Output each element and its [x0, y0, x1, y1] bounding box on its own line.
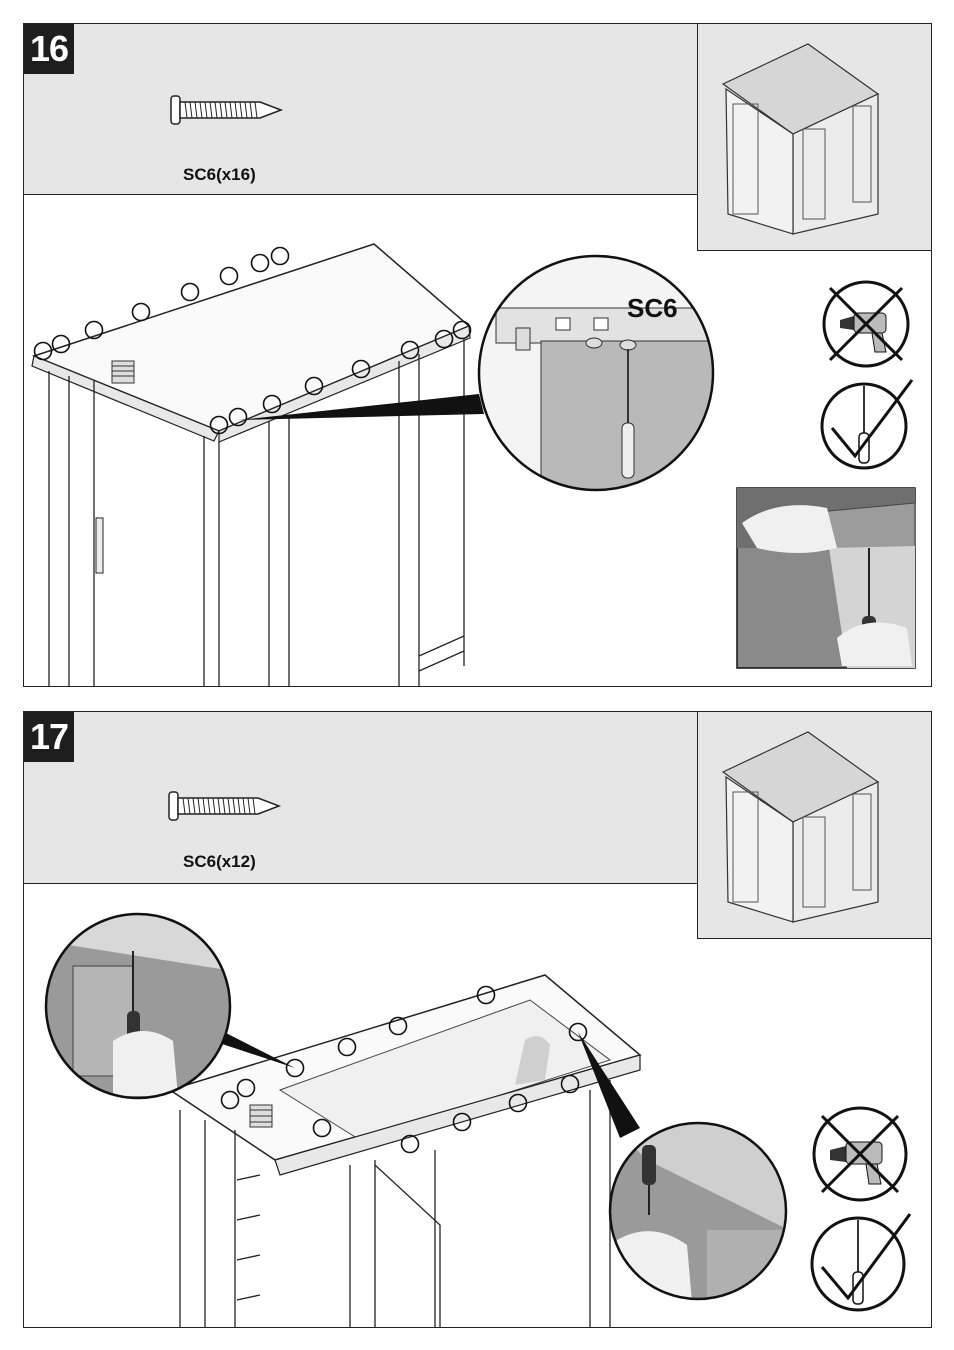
screw-icon [165, 92, 285, 128]
step-17-detail-callout-right [607, 1120, 789, 1302]
step-17-thumbnail [697, 711, 932, 939]
step-16-callout-label: SC6 [627, 293, 678, 324]
step-16-part-label: SC6(x16) [183, 165, 256, 185]
step-17-number: 17 [24, 712, 74, 762]
shed-thumbnail [718, 34, 918, 244]
step-16-thumbnail [697, 23, 932, 251]
screwdriver-icon [820, 378, 916, 470]
step-16-parts-box [24, 24, 698, 195]
step-16-photo-hand-screwdriver [737, 488, 915, 668]
power-drill-icon [810, 1104, 910, 1204]
step-17-part-label: SC6(x12) [183, 852, 256, 872]
screw-icon [163, 788, 283, 824]
step-17-detail-callout-left [43, 911, 233, 1101]
step-16-detail-callout [476, 253, 716, 493]
shed-thumbnail [718, 722, 918, 932]
step-16-number: 16 [24, 24, 74, 74]
step-17-parts-box [24, 712, 698, 884]
power-drill-icon [820, 278, 912, 370]
screwdriver-icon [810, 1212, 914, 1312]
